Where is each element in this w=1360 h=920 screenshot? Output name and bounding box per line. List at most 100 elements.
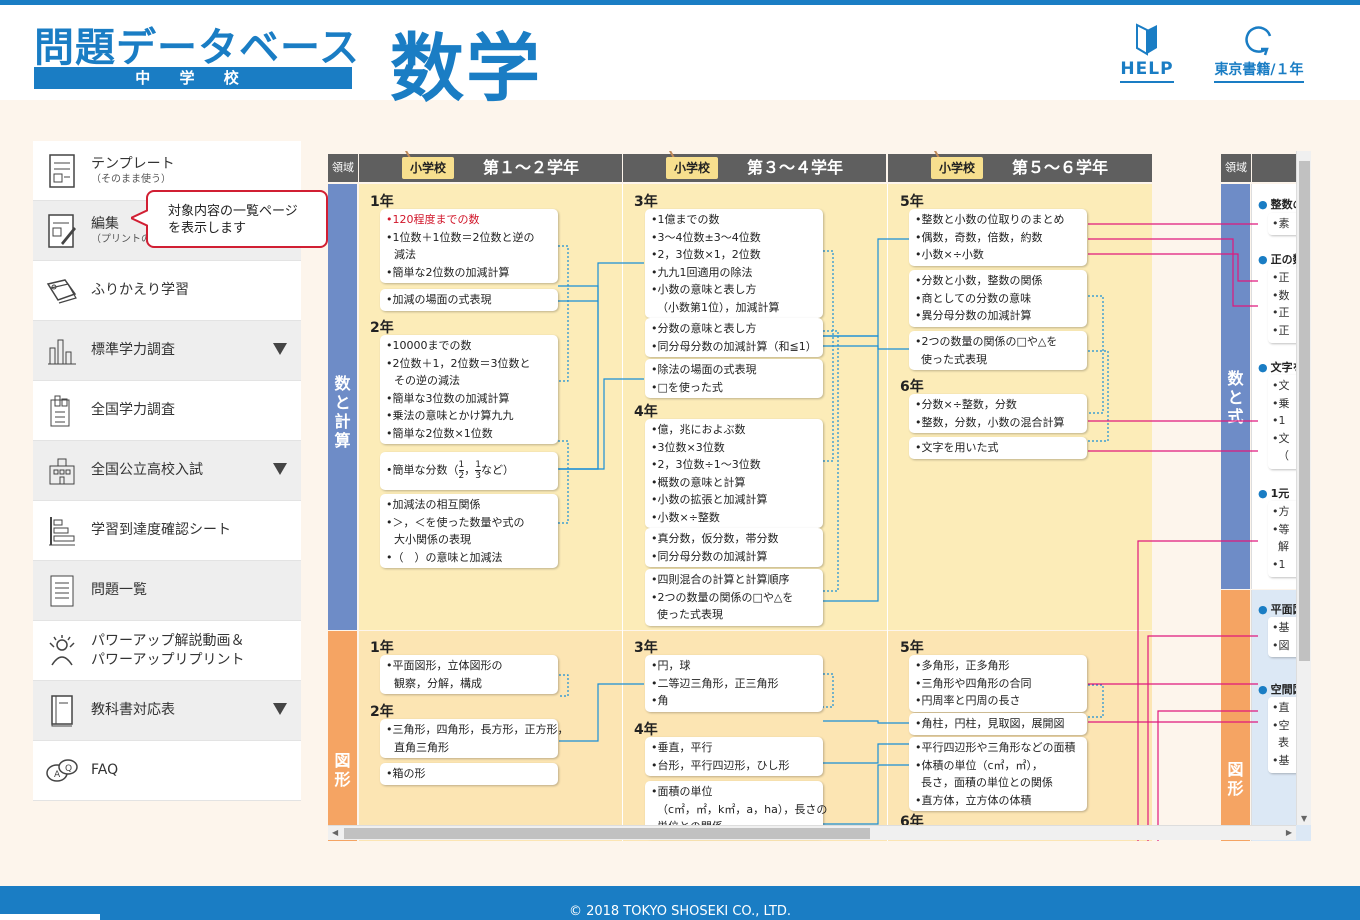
scroll-right-icon[interactable]: ▶ [1285,828,1292,837]
sidebar-item-problem-list[interactable]: 問題一覧 [33,561,301,621]
sidebar-item-national-test[interactable]: 全国学力調査 [33,381,301,441]
topic-item: •多角形，正多角形 [915,659,1010,672]
chart-document-icon [50,395,70,426]
scroll-down-icon[interactable]: ▼ [1301,814,1308,823]
topic-box[interactable]: •1億までの数 •3～4位数±3～4位数 •2，3位数×1，2位数 •九九1回適… [645,209,823,318]
right-topic-text: 1 [1278,414,1286,427]
topic-item: •2位数＋1，2位数＝3位数と [386,356,531,370]
topic-box[interactable]: •角柱，円柱，見取図，展開図 [909,713,1087,735]
topic-box[interactable]: •整数と小数の位取りのまとめ •偶数，奇数，倍数，約数 •小数×÷小数 [909,209,1087,266]
topic-box[interactable]: •億，兆におよぶ数 •3位数×3位数 •2，3位数÷1～3位数 •概数の意味と計… [645,419,823,528]
year-label: 3年 [634,640,658,656]
right-topic-item: •図 [1272,638,1290,652]
scroll-left-icon[interactable]: ◀ [332,828,339,837]
sidebar-item-powerup[interactable]: パワーアップ解説動画＆パワーアップリプリント [33,621,301,681]
horizontal-scrollbar[interactable]: ◀ ▶ [328,825,1296,840]
right-topic-item: •正 [1272,306,1290,319]
pushpin-icon [933,151,940,159]
right-topic-text: 素 [1278,217,1290,230]
grade-chip: 小学校 [402,157,455,179]
faq-bubbles-icon: AQ [46,758,78,782]
publisher-switch-button[interactable]: 東京書籍/１年 [1204,19,1314,83]
right-topic-item: •直 [1272,701,1290,714]
app-header: 問題データベース 中 学 校 数学 HELP 東京書籍/１年 [0,5,1360,112]
topic-box[interactable]: •除法の場面の式表現 •□を使った式 [645,359,823,398]
help-button[interactable]: HELP [1116,19,1178,83]
topic-text: 1億までの数 [657,213,720,226]
column-divider [887,184,888,841]
expand-arrow-icon[interactable] [273,703,287,715]
topic-box[interactable]: •三角形，四角形，長方形，正方形， 直角三角形 [380,719,569,758]
column-divider [622,184,623,841]
band-label: 図形 [1227,760,1244,798]
refresh-icon [1245,26,1272,56]
topic-box[interactable]: •10000までの数 •2位数＋1，2位数＝3位数と その逆の減法 •簡単な3位… [380,335,558,444]
topic-box[interactable]: •分数×÷整数，分数 •整数，分数，小数の混合計算 [909,394,1087,433]
grade-chip: 小学校 [666,157,719,179]
grade-title: 第３～４学年 [747,158,844,177]
topic-box[interactable]: •2つの数量の関係の□や△を 使った式表現 [909,331,1087,370]
sidebar-item-textbook-table[interactable]: 教科書対応表 [33,681,301,741]
topic-box[interactable]: •分数と小数，整数の関係 •商としての分数の意味 •異分母分数の加減計算 [909,270,1087,327]
sidebar-item-achievement-sheet[interactable]: 学習到達度確認シート [33,501,301,561]
vertical-scrollbar[interactable]: ▼ [1296,151,1311,825]
topic-box[interactable]: •円，球 •二等辺三角形，正三角形 •角 [645,655,823,712]
topic-text: 円周率と円周の長さ [921,694,1021,707]
topic-text: 10000までの数 [392,339,472,352]
topic-item: •小数×÷整数 [651,510,720,524]
topic-text: 三角形，四角形，長方形，正方形， [392,723,569,736]
band-label: 数と計算 [334,374,351,450]
right-topic-item: •1 [1272,557,1286,571]
list-document-icon [50,575,74,606]
sidebar-item-review[interactable]: ふりかえり学習 [33,261,301,321]
year-label: 1年 [370,640,394,656]
horizontal-scroll-thumb[interactable] [344,828,870,839]
topic-text: 小数×÷小数 [921,248,984,261]
topic-item: •同分母分数の加減計算 [651,549,768,563]
topic-item: （小数第1位），加減計算 [657,300,780,314]
year-label: 4年 [634,722,658,738]
topic-item: •分数と小数，整数の関係 [915,274,1043,287]
topic-box[interactable]: •箱の形 [380,763,558,785]
topic-text: 角柱，円柱，見取図，展開図 [921,717,1065,730]
topic-box[interactable]: •平面図形，立体図形の 観察，分解，構成 [380,655,558,694]
topic-box[interactable]: •文字を用いた式 [909,437,1087,459]
sidebar-item-highschool-exam[interactable]: 全国公立高校入試 [33,441,301,501]
right-heading: ●空間図 [1258,683,1304,696]
topic-item: 減法 [394,248,416,261]
topic-box[interactable]: •平行四辺形や三角形などの面積 •体積の単位（c㎥，㎥）， 長さ，面積の単位との… [909,737,1087,811]
topic-item: •偶数，奇数，倍数，約数 [915,230,1043,244]
topic-box[interactable]: •加減の場面の式表現 [380,289,558,311]
expand-arrow-icon[interactable] [273,463,287,475]
topic-text: 整数，分数，小数の混合計算 [921,415,1065,429]
topic-item[interactable]: •120程度までの数 [386,213,480,226]
sidebar-item-standard-test[interactable]: 標準学力調査 [33,321,301,381]
topic-item: •二等辺三角形，正三角形 [651,676,779,690]
topic-item: •小数の意味と表し方 [651,283,757,296]
right-topic-item: •1 [1272,414,1286,427]
expand-arrow-icon[interactable] [273,343,287,355]
topic-item: （c㎡，㎡，k㎡，a，ha），長さの [657,802,828,816]
topic-text: 分数の意味と表し方 [657,322,757,335]
topic-text: 小数×÷整数 [657,510,720,524]
topic-item: •10000までの数 [386,339,472,352]
right-heading: ●1元 [1258,487,1290,500]
topic-box[interactable]: •加減法の相互関係 •＞，＜を使った数量や式の 大小関係の表現 •（ ）の意味と… [380,494,558,568]
grade-header-2: 小学校 第３～４学年 [623,151,886,182]
topic-box[interactable]: •真分数，仮分数，帯分数 •同分母分数の加減計算 [645,528,823,567]
topic-box[interactable]: •垂直，平行 •台形，平行四辺形，ひし形 [645,737,823,776]
topic-box[interactable]: •四則混合の計算と計算順序 •2つの数量の関係の□や△を 使った式表現 [645,569,823,626]
right-topic-item: （ [1278,449,1289,462]
topic-box[interactable]: •分数の意味と表し方 •同分母分数の加減計算（和≦1） [645,318,823,357]
topic-item: •簡単な2位数×1位数 [386,426,493,440]
right-heading: ●整数の [1258,198,1304,211]
vertical-scroll-thumb[interactable] [1299,161,1310,661]
grade-chip: 小学校 [931,157,984,179]
right-topic-text: 空 [1278,718,1290,732]
right-heading-text: 整数の [1270,198,1304,211]
topic-box[interactable]: •120程度までの数 •1位数＋1位数＝2位数と逆の 減法 •簡単な2位数の加減… [380,209,558,283]
topic-text: （ ）の意味と加減法 [392,550,503,564]
topic-box[interactable]: •多角形，正多角形 •三角形や四角形の合同 •円周率と円周の長さ [909,655,1087,712]
